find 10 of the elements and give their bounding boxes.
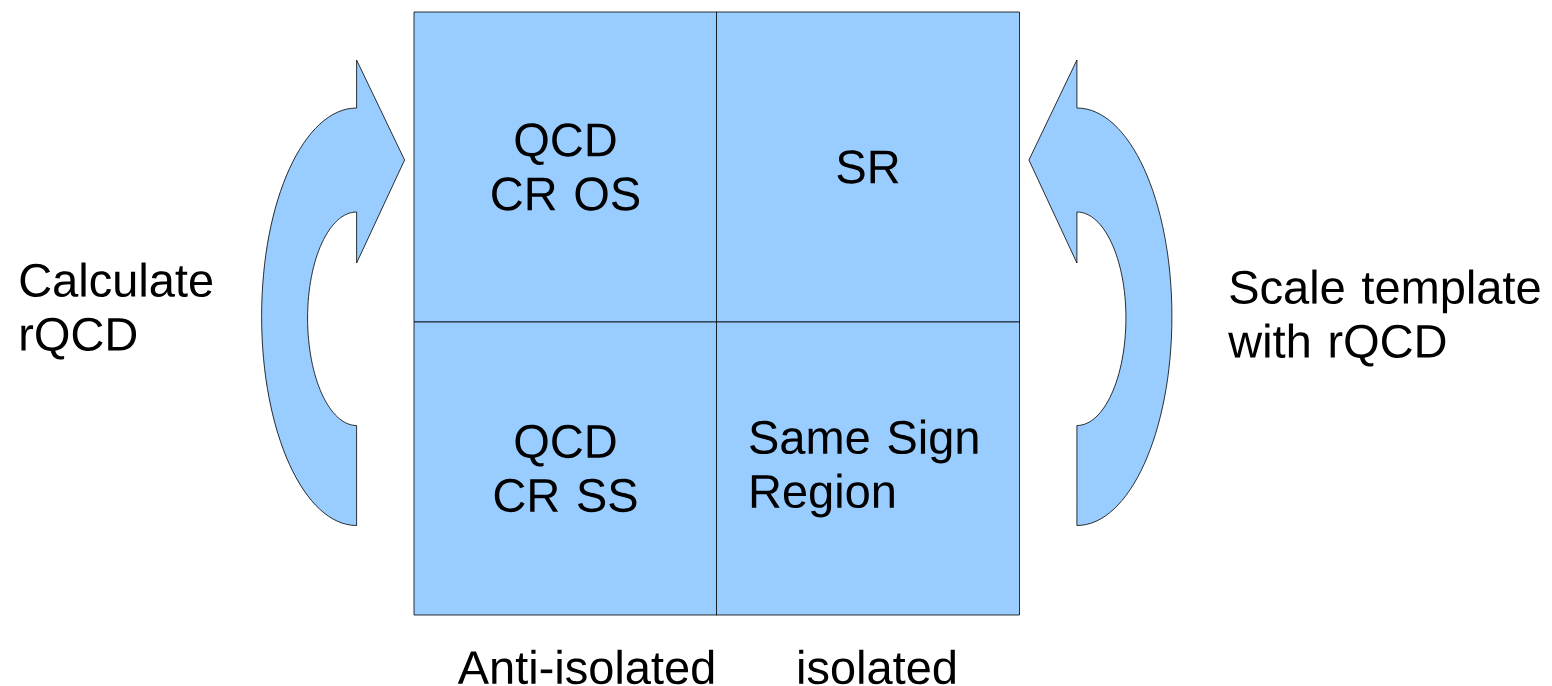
curved-arrow [1028,59,1173,526]
curved-arrow [261,59,405,526]
edge-label: Calculate rQCD [20,262,213,360]
region-cell: Same Sign Region [716,321,1020,616]
column-label: Anti-isolated [457,649,714,685]
region-cell: SR [716,11,1020,323]
column-label: isolated [799,649,955,685]
region-cell: QCD CR OS [413,11,718,323]
edge-label: Scale template with rQCD [1228,269,1540,367]
region-cell: QCD CR SS [413,321,718,616]
